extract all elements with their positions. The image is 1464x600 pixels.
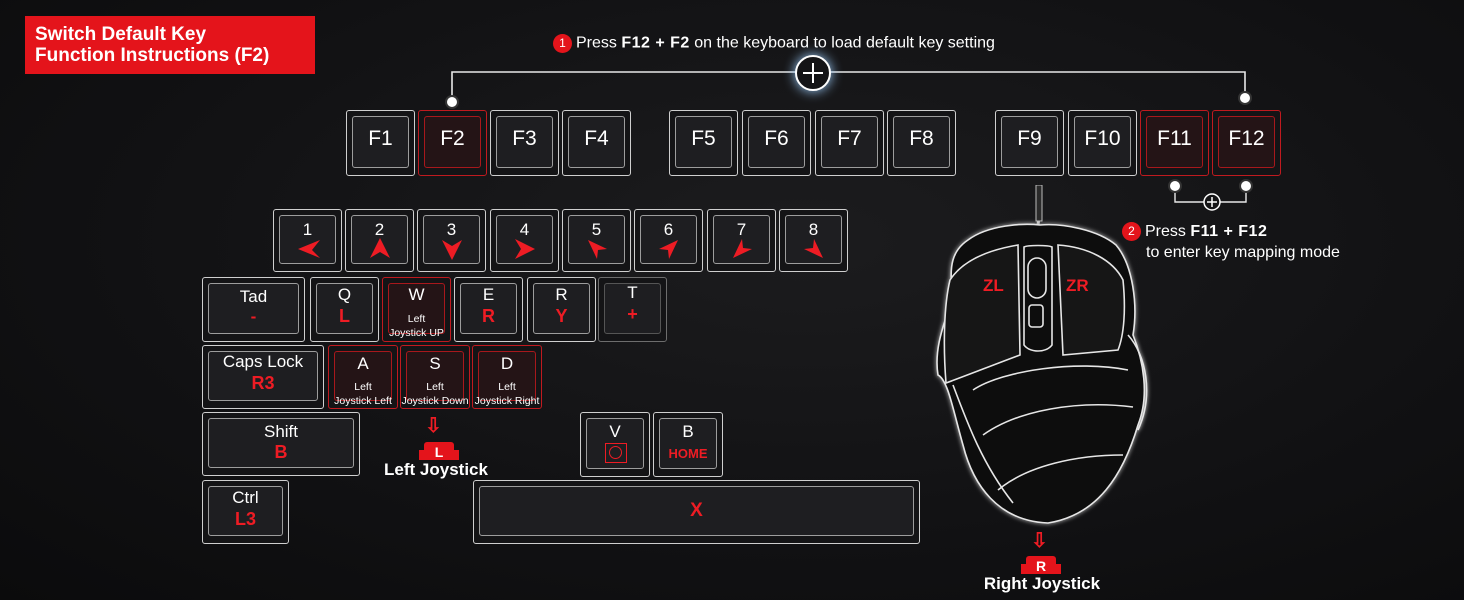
key-d[interactable]: D Left Joystick Right bbox=[472, 345, 542, 409]
arrow-down-right-icon bbox=[804, 239, 823, 258]
key-w[interactable]: W Left Joystick UP bbox=[382, 277, 451, 342]
key-1[interactable]: 1 bbox=[273, 209, 342, 272]
down-arrow-right-icon: ⇩ bbox=[1031, 530, 1048, 552]
f12-lower-connector-dot bbox=[1239, 179, 1253, 193]
arrow-down-icon bbox=[442, 240, 462, 260]
mouse-zr-label: ZR bbox=[1066, 276, 1089, 295]
key-q[interactable]: Q L bbox=[310, 277, 379, 342]
key-7[interactable]: 7 bbox=[707, 209, 776, 272]
key-ctrl[interactable]: Ctrl L3 bbox=[202, 480, 289, 544]
key-8[interactable]: 8 bbox=[779, 209, 848, 272]
mouse-illustration bbox=[936, 185, 1148, 524]
key-f4[interactable]: F4 bbox=[562, 110, 631, 176]
down-arrow-left-icon: ⇩ bbox=[425, 415, 442, 437]
step-2-number: 2 bbox=[1122, 222, 1141, 242]
key-f10[interactable]: F10 bbox=[1068, 110, 1137, 176]
capture-icon bbox=[605, 443, 627, 463]
key-caps-lock[interactable]: Caps Lock R3 bbox=[202, 345, 324, 409]
key-s[interactable]: S Left Joystick Down bbox=[400, 345, 470, 409]
key-3[interactable]: 3 bbox=[417, 209, 486, 272]
key-f12[interactable]: F12 bbox=[1212, 110, 1281, 176]
key-r[interactable]: R Y bbox=[527, 277, 596, 342]
key-f8[interactable]: F8 bbox=[887, 110, 956, 176]
title-banner: Switch Default Key Function Instructions… bbox=[25, 16, 315, 74]
f12-connector-dot bbox=[1238, 91, 1252, 105]
arrow-up-right-icon bbox=[733, 239, 752, 258]
key-6[interactable]: 6 bbox=[634, 209, 703, 272]
step-1-keys: F12 + F2 bbox=[621, 34, 690, 52]
step-2-keys: F11 + F12 bbox=[1190, 223, 1268, 240]
key-f1[interactable]: F1 bbox=[346, 110, 415, 176]
key-f5[interactable]: F5 bbox=[669, 110, 738, 176]
key-tab[interactable]: Tad - bbox=[202, 277, 305, 342]
step-2-line-2: to enter key mapping mode bbox=[1146, 244, 1340, 261]
f2-connector-dot bbox=[445, 95, 459, 109]
key-f11[interactable]: F11 bbox=[1140, 110, 1209, 176]
key-v[interactable]: V bbox=[580, 412, 650, 477]
key-f7[interactable]: F7 bbox=[815, 110, 884, 176]
right-joystick-label: Right Joystick bbox=[983, 574, 1101, 593]
key-e[interactable]: E R bbox=[454, 277, 523, 342]
key-2[interactable]: 2 bbox=[345, 209, 414, 272]
key-b[interactable]: B HOME bbox=[653, 412, 723, 477]
mouse-zl-label: ZL bbox=[983, 276, 1004, 295]
key-5[interactable]: 5 bbox=[562, 209, 631, 272]
arrow-up-icon bbox=[370, 238, 390, 258]
arrow-right-icon bbox=[515, 239, 535, 259]
key-f2[interactable]: F2 bbox=[418, 110, 487, 176]
key-f6[interactable]: F6 bbox=[742, 110, 811, 176]
key-shift[interactable]: Shift B bbox=[202, 412, 360, 476]
arrow-down-left-icon bbox=[659, 240, 678, 259]
arrow-up-left-icon bbox=[588, 240, 607, 259]
left-joystick-label: Left Joystick bbox=[384, 460, 488, 479]
banner-line-1: Switch Default Key bbox=[35, 24, 207, 45]
key-f3[interactable]: F3 bbox=[490, 110, 559, 176]
right-joystick-badge: R bbox=[1021, 556, 1061, 574]
f11-connector-dot bbox=[1168, 179, 1182, 193]
banner-line-2: Function Instructions (F2) bbox=[35, 45, 270, 66]
step-1-number: 1 bbox=[553, 34, 572, 53]
key-f9[interactable]: F9 bbox=[995, 110, 1064, 176]
key-space[interactable]: X bbox=[473, 480, 920, 544]
arrow-left-down-icon bbox=[298, 240, 320, 258]
left-joystick-badge: L bbox=[419, 442, 459, 460]
key-t[interactable]: T + bbox=[598, 277, 667, 342]
key-a[interactable]: A Left Joystick Left bbox=[328, 345, 398, 409]
key-4[interactable]: 4 bbox=[490, 209, 559, 272]
